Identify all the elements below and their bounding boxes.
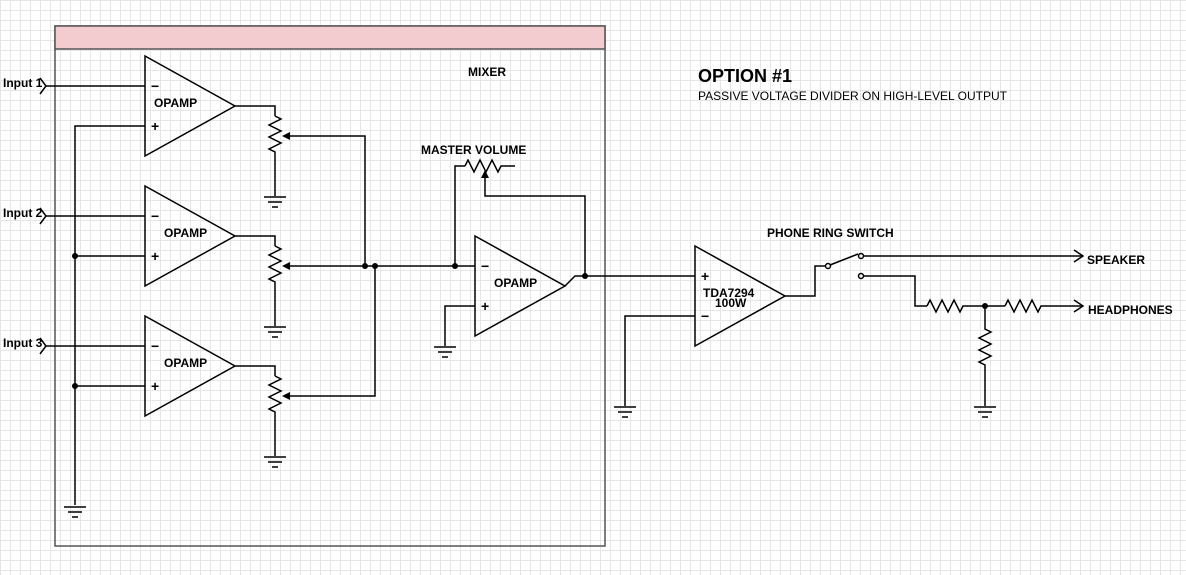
wiper-arrow-icon (282, 132, 290, 140)
opamp-1-plus: + (151, 118, 159, 134)
wiper-arrow-icon (481, 170, 489, 178)
power-amp (694, 244, 787, 348)
opamp-3-label: OPAMP (164, 356, 207, 370)
opamp-1-minus: − (151, 78, 159, 94)
master-volume-left-wire (454, 165, 465, 266)
headphones-feed-wire (864, 275, 927, 307)
opamp-2-output-wire (235, 235, 276, 246)
master-volume-label: MASTER VOLUME (421, 143, 526, 157)
speaker-arrow-icon (1073, 249, 1085, 263)
input-2-label: Input 2 (3, 206, 43, 220)
ground-icon (434, 346, 456, 358)
switch-icon (824, 252, 865, 280)
input-3-label: Input 3 (3, 336, 43, 350)
junction-dot (582, 273, 588, 279)
switch-label: PHONE RING SWITCH (767, 226, 894, 240)
opamp-3-minus: − (151, 338, 159, 354)
plus-bus-wire (74, 125, 145, 505)
headphones-label: HEADPHONES (1088, 303, 1173, 317)
wiper-arrow-icon (282, 262, 290, 270)
potentiometer-icon (267, 245, 283, 326)
ground-icon (974, 406, 996, 418)
opamp-1 (144, 54, 237, 158)
opamp-3-plus: + (151, 378, 159, 394)
ground-icon (64, 506, 86, 518)
resistor-icon (926, 298, 1005, 314)
opamp-2-label: OPAMP (164, 226, 207, 240)
power-amp-output-wire (785, 265, 825, 297)
potentiometer-icon (267, 115, 283, 196)
ground-icon (614, 406, 636, 418)
summing-opamp-label: OPAMP (494, 276, 537, 290)
opamp-3 (144, 314, 237, 418)
ground-icon (264, 456, 286, 468)
power-amp-minus: − (701, 308, 709, 324)
summing-output-wire (564, 275, 695, 287)
potentiometer-icon (267, 375, 283, 456)
resistor-icon (1004, 298, 1082, 314)
summing-plus-ground-wire (444, 305, 475, 346)
power-amp-plus: + (701, 268, 709, 284)
potentiometer-icon (464, 158, 515, 174)
power-amp-label-1: TDA7294 (703, 286, 755, 300)
mixer-header (54, 25, 606, 50)
power-amp-label-2: 100W (715, 296, 747, 310)
opamp-1-output-wire (235, 105, 276, 116)
pot-3-wiper-wire (284, 266, 376, 397)
mixer-label: MIXER (468, 65, 506, 79)
opamp-3-output-wire (235, 365, 276, 376)
junction-dot (72, 253, 78, 259)
opamp-2-plus: + (151, 248, 159, 264)
pot-1-wiper-wire (284, 135, 366, 266)
resistor-icon (977, 306, 993, 406)
ground-icon (264, 326, 286, 338)
junction-dot (72, 383, 78, 389)
junction-dot (362, 263, 368, 269)
opamp-2 (144, 184, 237, 288)
summing-opamp (474, 234, 567, 338)
opamp-2-minus: − (151, 208, 159, 224)
option-subtitle: PASSIVE VOLTAGE DIVIDER ON HIGH-LEVEL OU… (698, 89, 1008, 103)
headphones-arrow-icon (1073, 299, 1085, 313)
input-1-label: Input 1 (3, 76, 43, 90)
speaker-label: SPEAKER (1087, 253, 1145, 267)
ground-icon (264, 196, 286, 208)
master-volume-wiper-wire (484, 173, 586, 276)
option-title: OPTION #1 (698, 66, 792, 86)
wiper-arrow-icon (282, 392, 290, 400)
junction-dot (372, 263, 378, 269)
power-amp-minus-ground-wire (624, 315, 695, 406)
summing-opamp-plus: + (481, 298, 489, 314)
opamp-1-label: OPAMP (154, 96, 197, 110)
summing-opamp-minus: − (481, 258, 489, 274)
